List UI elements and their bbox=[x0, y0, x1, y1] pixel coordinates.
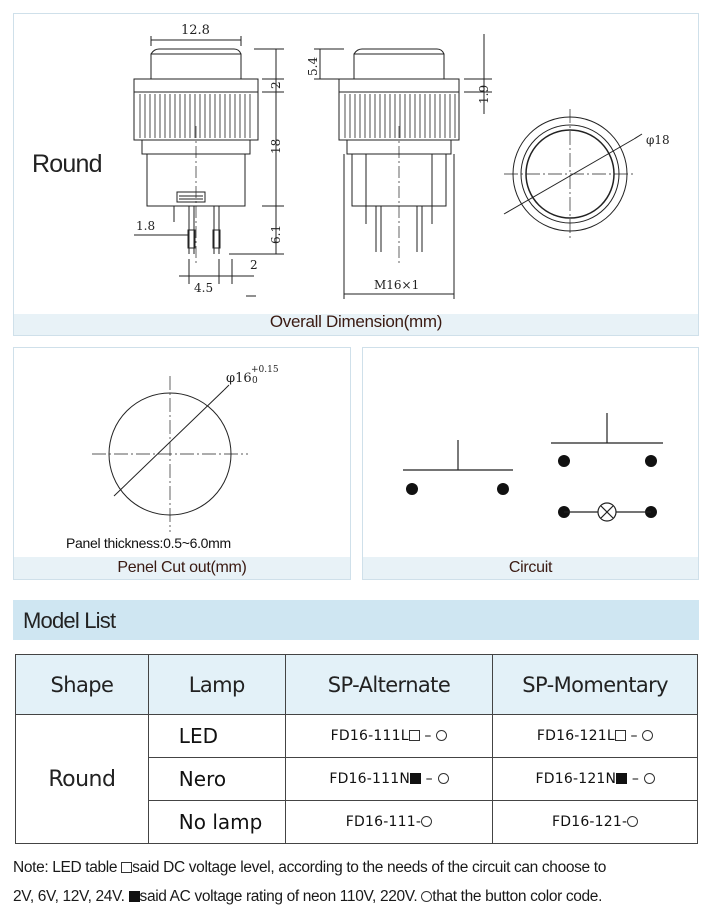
led-square-icon bbox=[408, 730, 420, 741]
dimension-drawing: 12.8 2 18 6.1 1.8 4.5 2 bbox=[133, 23, 670, 299]
top-view: φ18 bbox=[503, 109, 670, 239]
color-code-ring-icon bbox=[643, 773, 655, 784]
overall-dimension-drawing-area: 12.8 2 18 6.1 1.8 4.5 2 bbox=[14, 14, 698, 314]
dim-body-height: 18 bbox=[269, 139, 283, 154]
color-code-ring-icon bbox=[436, 730, 448, 741]
panel-cutout-panel: φ16 +0.15 0 Penel Cut out(mm) bbox=[13, 347, 351, 580]
color-code-ring-icon bbox=[421, 816, 433, 827]
model-list-title: Model List bbox=[23, 608, 116, 633]
dim-thread: M16×1 bbox=[374, 278, 419, 292]
alternate-model-code: FD16-111N – bbox=[284, 757, 494, 801]
panel-cutout-drawing-area: φ16 +0.15 0 bbox=[14, 348, 350, 557]
momentary-model-code: FD16-121N – bbox=[492, 757, 698, 801]
dim-pin-offset: 1.8 bbox=[136, 219, 155, 233]
model-code-text: FD16-111N bbox=[329, 771, 411, 787]
shape-label-round: Round bbox=[32, 150, 102, 178]
color-code-ring-icon bbox=[627, 816, 639, 827]
side-view: 5.4 1.9 M16×1 bbox=[306, 34, 492, 299]
model-code-text: FD16-111- bbox=[345, 814, 422, 830]
cutout-tolerance-upper: +0.15 bbox=[251, 365, 279, 375]
panel-cutout-caption: Penel Cut out(mm) bbox=[117, 559, 247, 576]
note-text-3: 2V, 6V, 12V, 24V. bbox=[13, 888, 129, 905]
lamp-cell: Nero bbox=[147, 757, 286, 801]
model-code-text: FD16-121- bbox=[551, 814, 628, 830]
header-lamp: Lamp bbox=[147, 654, 286, 715]
dim-ring-height: 1.9 bbox=[477, 85, 491, 104]
momentary-model-code: FD16-121L – bbox=[492, 714, 698, 758]
model-code-text: FD16-111L bbox=[330, 728, 409, 744]
note-text-2: said DC voltage level, according to the … bbox=[132, 859, 606, 876]
dim-cap-top: 2 bbox=[269, 81, 283, 89]
cutout-drawing: φ16 +0.15 0 bbox=[92, 365, 279, 532]
cutout-tolerance-lower: 0 bbox=[252, 376, 258, 386]
neon-filled-square-icon bbox=[410, 773, 422, 784]
note-text-4: said AC voltage rating of neon 110V, 220… bbox=[139, 888, 422, 905]
circuit-panel: Circuit bbox=[362, 347, 699, 580]
table-row: Nero FD16-111N – FD16-121N – bbox=[16, 757, 698, 801]
lamp-icon bbox=[597, 502, 617, 522]
front-view: 12.8 2 18 6.1 1.8 4.5 2 bbox=[133, 23, 284, 297]
dim-pin-gap: 2 bbox=[250, 258, 258, 272]
alternate-model-code: FD16-111L – bbox=[284, 714, 494, 758]
color-code-ring-icon bbox=[642, 730, 654, 741]
dim-width-top: 12.8 bbox=[181, 23, 210, 38]
circuit-caption: Circuit bbox=[508, 559, 553, 576]
neon-filled-square-icon bbox=[616, 773, 628, 784]
lamp-cell: No lamp bbox=[147, 800, 286, 844]
overall-dimension-panel: 12.8 2 18 6.1 1.8 4.5 2 bbox=[13, 13, 699, 336]
circuit-diagram bbox=[403, 413, 663, 522]
cutout-diameter: φ16 bbox=[226, 371, 252, 386]
model-list-header-bar: Model List bbox=[13, 600, 699, 640]
shape-cell: Round bbox=[15, 714, 149, 844]
header-sp-alternate: SP-Alternate bbox=[284, 654, 494, 715]
footnote: Note: LED table said DC voltage level, a… bbox=[13, 853, 703, 911]
model-code-text: FD16-121L bbox=[536, 728, 615, 744]
dim-diameter: φ18 bbox=[646, 133, 670, 147]
header-shape: Shape bbox=[15, 654, 149, 715]
color-code-ring-icon bbox=[437, 773, 449, 784]
overall-dimension-caption: Overall Dimension(mm) bbox=[269, 312, 443, 331]
lamp-cell: LED bbox=[147, 714, 286, 758]
dim-cap-height: 5.4 bbox=[306, 57, 320, 76]
led-square-icon bbox=[614, 730, 626, 741]
momentary-switch-with-lamp-symbol bbox=[551, 413, 663, 522]
table-header-row: Shape Lamp SP-Alternate SP-Momentary bbox=[15, 654, 698, 715]
note-text-1: Note: LED table bbox=[13, 859, 122, 876]
model-list-table: Shape Lamp SP-Alternate SP-Momentary Rou… bbox=[15, 654, 698, 844]
neon-filled-square-icon bbox=[128, 891, 140, 902]
panel-thickness-note: Panel thickness:0.5~6.0mm bbox=[66, 535, 231, 551]
led-square-icon bbox=[121, 862, 133, 873]
color-code-ring-icon bbox=[421, 891, 433, 902]
dim-pin-length: 6.1 bbox=[269, 225, 283, 244]
table-row: No lamp FD16-111- FD16-121- bbox=[16, 800, 698, 844]
header-sp-momentary: SP-Momentary bbox=[492, 654, 698, 715]
circuit-drawing-area bbox=[363, 348, 698, 557]
momentary-model-code: FD16-121- bbox=[492, 800, 698, 844]
alternate-switch-symbol bbox=[403, 440, 513, 495]
model-code-text: FD16-121N bbox=[535, 771, 617, 787]
alternate-model-code: FD16-111- bbox=[284, 800, 494, 844]
note-text-5: that the button color code. bbox=[432, 888, 603, 905]
dim-pin-pitch: 4.5 bbox=[194, 281, 213, 295]
table-row: Round LED FD16-111L – FD16-121L – bbox=[15, 714, 698, 844]
